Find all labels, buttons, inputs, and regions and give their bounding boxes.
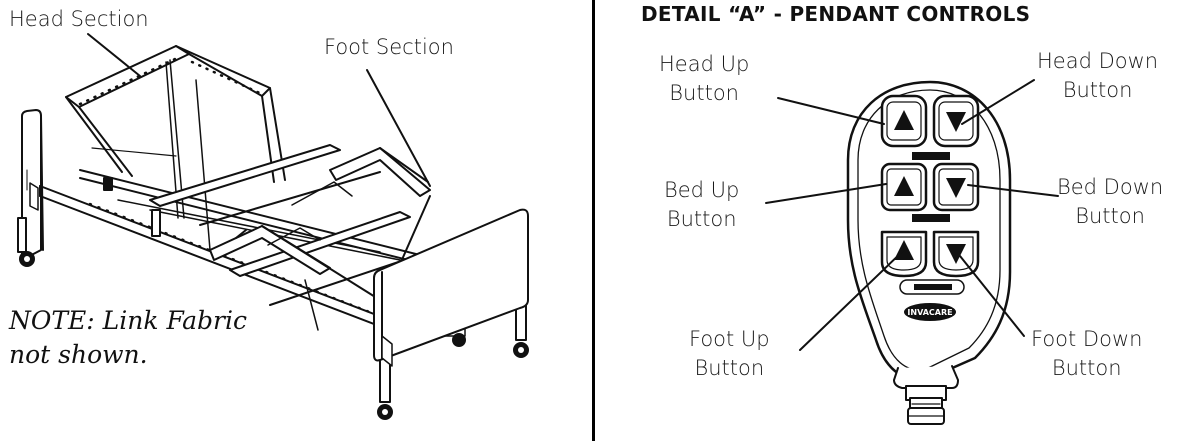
bed-up-button[interactable]: [880, 162, 928, 212]
bed-illustration: [17, 33, 529, 420]
head-section-label: Head Section: [9, 7, 149, 31]
detail-title: DETAIL “A” - PENDANT CONTROLS: [641, 2, 1031, 26]
bed-down-button[interactable]: [932, 162, 980, 212]
separator-bar-2: [912, 214, 950, 222]
foot-section-frame: [209, 147, 431, 309]
pendant-body: [846, 80, 1012, 382]
foot-up-label: Foot Up Button: [689, 327, 770, 380]
foot-up-leader: [799, 249, 905, 351]
head-up-label: Head Up Button: [659, 52, 750, 105]
head-up-button[interactable]: [880, 94, 928, 148]
down-arrow-icon: [946, 112, 966, 132]
bed-up-label: Bed Up Button: [664, 178, 740, 231]
head-section-leader: [87, 33, 141, 77]
head-section-frame: [65, 45, 286, 251]
separator-bar-1: [912, 152, 950, 160]
brand-logo: INVACARE: [904, 303, 956, 321]
head-down-label: Head Down Button: [1037, 49, 1159, 102]
down-arrow-icon: [946, 244, 966, 264]
foot-down-label: Foot Down Button: [1031, 327, 1143, 380]
up-arrow-icon: [894, 110, 914, 130]
link-fabric-note: NOTE: Link Fabric not shown.: [9, 306, 247, 369]
indicator-slot: [899, 279, 965, 295]
pendant-cord: [893, 365, 959, 425]
head-up-leader: [777, 97, 885, 125]
bed-up-leader: [765, 183, 887, 204]
up-arrow-icon: [894, 176, 914, 196]
head-down-leader: [961, 79, 1035, 125]
foot-board: [373, 208, 529, 367]
foot-section-label: Foot Section: [324, 35, 454, 59]
foot-down-leader: [959, 255, 1025, 337]
bed-down-leader: [967, 184, 1059, 197]
brand-logo-text: INVACARE: [907, 308, 952, 317]
pendant-illustration: INVACARE: [765, 79, 1059, 425]
down-arrow-icon: [946, 178, 966, 198]
head-down-button[interactable]: [932, 94, 980, 148]
panel-divider: [592, 0, 595, 441]
foot-section-leader: [366, 69, 431, 187]
bed-down-label: Bed Down Button: [1057, 175, 1164, 228]
foot-up-button[interactable]: [880, 230, 928, 278]
